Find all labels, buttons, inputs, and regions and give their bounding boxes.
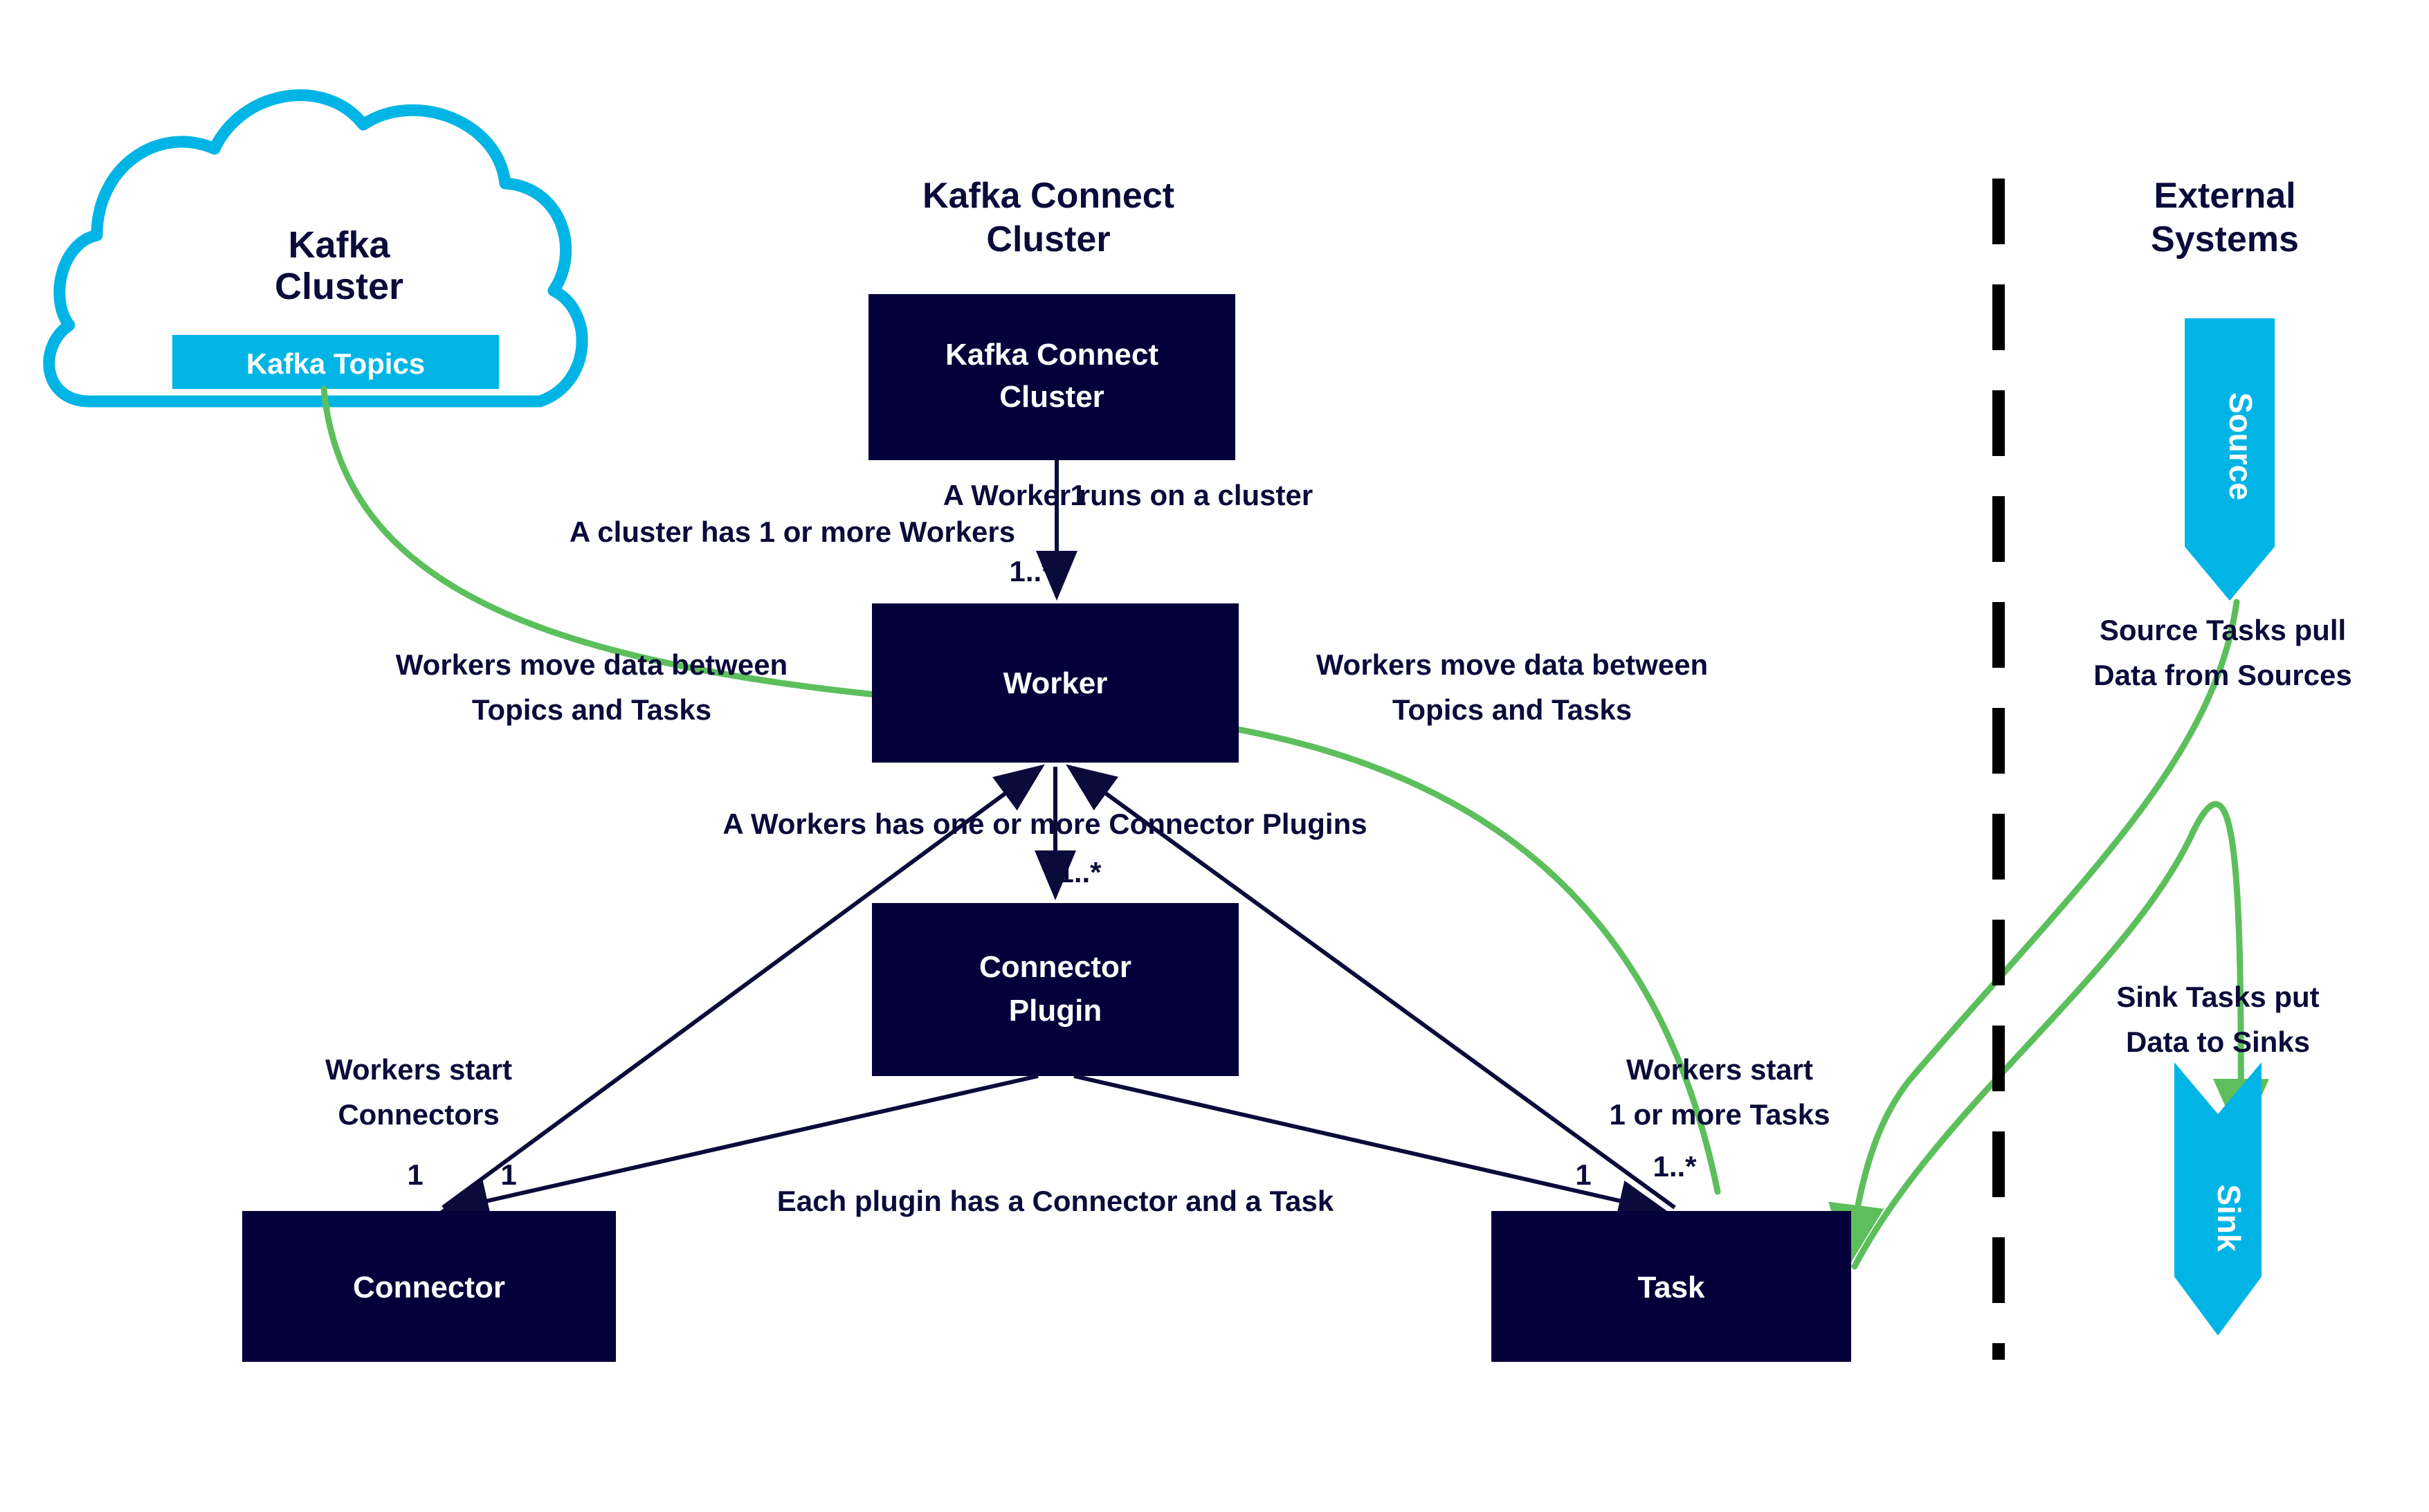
box-kafka-connect-cluster: Kafka Connect Cluster — [868, 294, 1235, 460]
edge-label-workers-move-data-left-line1: Workers move data between — [396, 648, 788, 681]
source-caption-line2: Data from Sources — [2093, 659, 2351, 691]
edge-label-worker-has-plugins: A Workers has one or more Connector Plug… — [722, 808, 1367, 840]
box-connector-plugin-line2: Plugin — [1009, 994, 1102, 1028]
edge-worker-to-connector — [442, 764, 1045, 1210]
box-kafka-connect-cluster-line1: Kafka Connect — [945, 338, 1158, 372]
mult-plugin-to-connector-one: 1 — [500, 1158, 516, 1191]
mult-cluster-to-worker-many: 1..* — [1009, 555, 1053, 588]
mult-worker-to-connector-one: 1 — [407, 1158, 423, 1191]
task-to-sink-flow — [1851, 801, 2269, 1270]
sink-caption-line1: Sink Tasks put — [2116, 981, 2319, 1013]
box-worker-label: Worker — [1003, 666, 1108, 700]
cloud-title-line1: Kafka — [288, 224, 390, 266]
box-kafka-connect-cluster-line2: Cluster — [999, 380, 1104, 414]
box-connector-plugin-rect — [872, 903, 1239, 1076]
box-connector-rect — [242, 1211, 616, 1362]
box-connector-plugin-line1: Connector — [979, 950, 1131, 984]
mult-worker-to-plugin-many: 1..* — [1057, 856, 1102, 889]
sink-arrow-body — [2174, 1062, 2262, 1336]
source-arrow-shape: Source — [2185, 318, 2275, 601]
mult-cluster-to-worker-one: 1 — [1070, 479, 1086, 511]
box-connector-plugin: Connector Plugin — [872, 903, 1239, 1076]
edge-label-workers-start-connectors-line1: Workers start — [325, 1053, 512, 1086]
edge-label-plugin-has-connector-and-task: Each plugin has a Connector and a Task — [777, 1185, 1334, 1217]
sink-arrow-shape: Sink — [2174, 1062, 2262, 1336]
box-connector: Connector — [242, 1211, 616, 1362]
cloud-outline — [43, 89, 588, 408]
source-arrow-body — [2185, 318, 2275, 601]
kafka-topics-box — [172, 335, 499, 389]
edge-plugin-to-connector — [439, 1074, 1039, 1221]
mult-plugin-to-task-one: 1 — [1575, 1158, 1591, 1191]
sink-caption-line2: Data to Sinks — [2126, 1026, 2310, 1058]
box-worker: Worker — [872, 603, 1239, 763]
source-arrow-label: Source — [2223, 392, 2259, 500]
box-task-rect — [1491, 1211, 1851, 1362]
edge-label-workers-move-data-left-line2: Topics and Tasks — [472, 693, 711, 726]
sink-arrow-label: Sink — [2211, 1184, 2247, 1252]
cloud-title-line2: Cluster — [275, 266, 403, 307]
box-connector-label: Connector — [353, 1270, 505, 1304]
box-task: Task — [1491, 1211, 1851, 1362]
edge-plugin-to-task — [1073, 1074, 1668, 1221]
edge-label-workers-start-connectors-line2: Connectors — [338, 1098, 499, 1131]
edge-label-workers-move-data-right-line2: Topics and Tasks — [1392, 693, 1632, 726]
edge-label-cluster-has-workers: A cluster has 1 or more Workers — [570, 516, 1015, 548]
edge-worker-to-task — [1066, 764, 1676, 1210]
box-task-label: Task — [1637, 1270, 1705, 1304]
box-worker-rect — [872, 603, 1239, 763]
heading-kafka-connect-cluster-line1: Kafka Connect — [922, 176, 1174, 216]
kafka-cluster-cloud: Kafka Cluster Kafka Topics — [43, 89, 588, 408]
kafka-topics-label: Kafka Topics — [246, 347, 425, 380]
edge-label-workers-start-tasks-line1: Workers start — [1626, 1053, 1813, 1086]
box-kafka-connect-cluster-rect — [868, 294, 1235, 460]
heading-kafka-connect-cluster-line2: Cluster — [986, 219, 1110, 259]
edge-label-worker-runs-on-cluster: A Worker runs on a cluster — [943, 479, 1313, 511]
heading-external-systems-line2: Systems — [2151, 219, 2299, 259]
source-caption-line1: Source Tasks pull — [2100, 614, 2346, 646]
heading-external-systems-line1: External — [2154, 176, 2295, 216]
mult-worker-to-task-many: 1..* — [1653, 1150, 1697, 1183]
edge-label-workers-move-data-right-line1: Workers move data between — [1316, 648, 1708, 681]
edge-label-workers-start-tasks-line2: 1 or more Tasks — [1609, 1098, 1830, 1131]
